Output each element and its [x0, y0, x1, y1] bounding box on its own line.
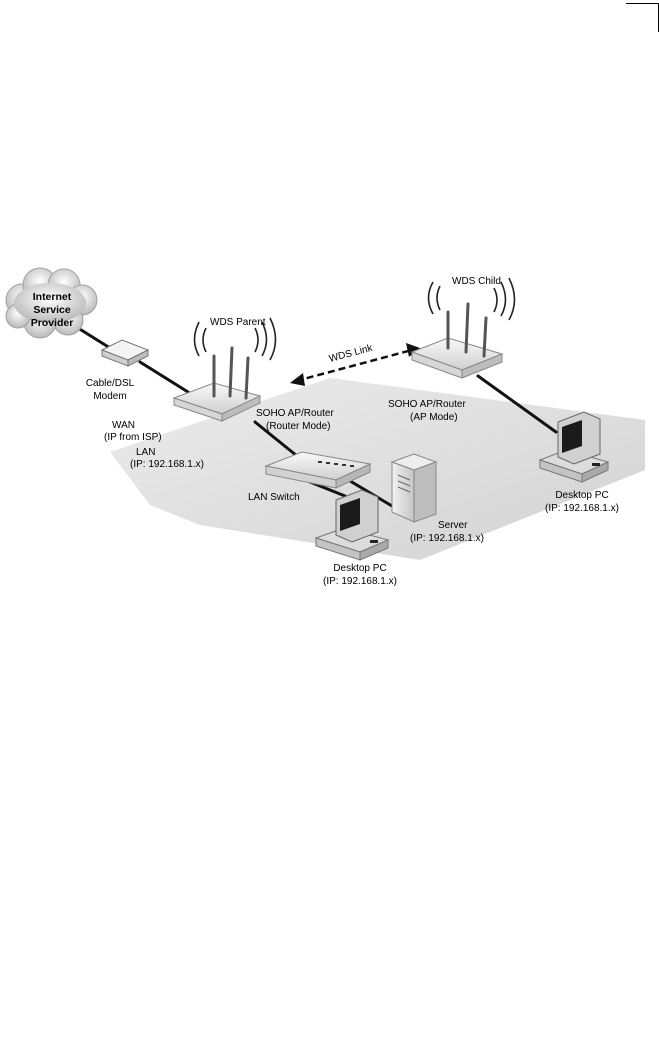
isp-cloud-icon: Internet Service Provider [6, 268, 97, 338]
desktop-center-label-line1: Desktop PC [333, 563, 386, 574]
modem-label-line1: Cable/DSL [86, 378, 135, 389]
wan-label-line1: WAN [112, 420, 135, 431]
wds-child-router-icon [412, 278, 515, 378]
modem-label-line2: Modem [93, 391, 126, 402]
router-child-label-line2: (AP Mode) [410, 412, 458, 423]
desktop-right-label-line2: (IP: 192.168.1.x) [545, 503, 619, 514]
isp-label-line3: Provider [31, 317, 74, 329]
lan-label-line1: LAN [136, 447, 155, 458]
desktop-center-label-line2: (IP: 192.168.1.x) [323, 576, 397, 587]
wds-link-label: WDS Link [328, 343, 375, 365]
lan-label-line2: (IP: 192.168.1.x) [130, 459, 204, 470]
wds-parent-label: WDS Parent [210, 317, 266, 328]
server-label-line2: (IP: 192.168.1.x) [410, 533, 484, 544]
wan-label-line2: (IP from ISP) [104, 432, 162, 443]
server-label-line1: Server [438, 520, 468, 531]
cable-modem-router [140, 362, 188, 392]
isp-label-line2: Service [33, 304, 71, 316]
lan-switch-label: LAN Switch [248, 492, 300, 503]
desktop-right-label-line1: Desktop PC [555, 490, 608, 501]
cable-isp-modem [78, 328, 110, 348]
router-parent-label-line1: SOHO AP/Router [256, 408, 334, 419]
server-icon [392, 454, 436, 522]
router-parent-label-line2: (Router Mode) [266, 421, 330, 432]
isp-label-line1: Internet [33, 291, 72, 303]
router-child-label-line1: SOHO AP/Router [388, 399, 466, 410]
wds-child-label: WDS Child [452, 276, 501, 287]
